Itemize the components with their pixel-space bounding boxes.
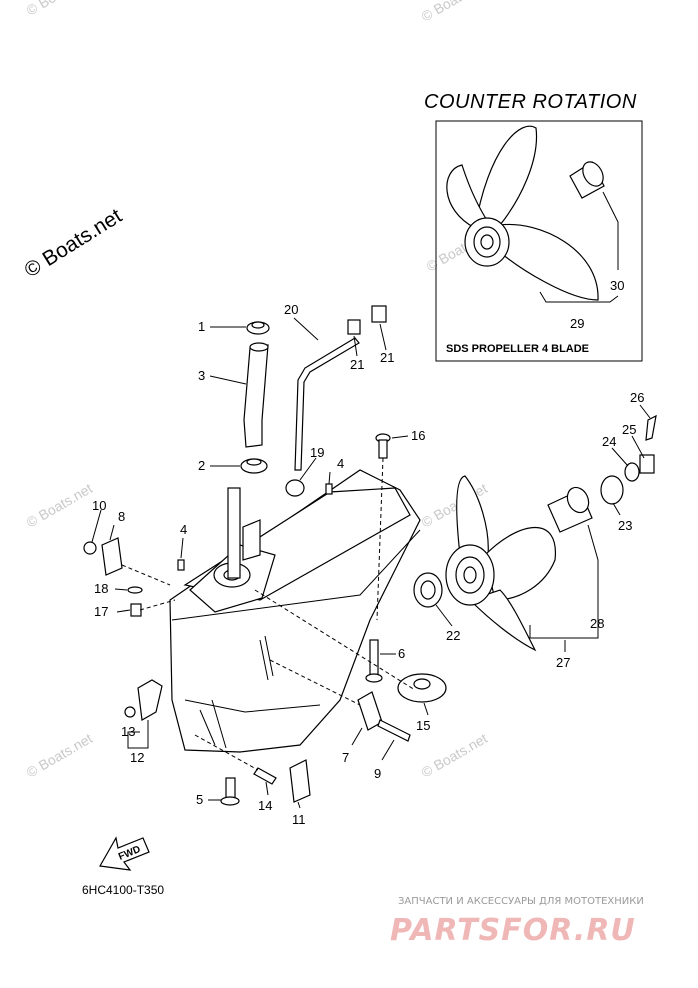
lower-case <box>169 469 421 753</box>
callout-11: 11 <box>292 812 306 827</box>
watermark-low-left: © Boats.net <box>24 730 96 781</box>
callout-4-a: 4 <box>180 522 187 537</box>
promo-brand: PARTSFOR.RU <box>390 913 636 948</box>
callout-14: 14 <box>258 798 272 813</box>
pad-11 <box>289 759 311 803</box>
callout-16: 16 <box>411 428 425 443</box>
dowel-4-a <box>177 559 185 571</box>
nut-21-a <box>347 319 361 335</box>
callout-6: 6 <box>398 646 405 661</box>
water-tube <box>240 321 270 474</box>
callout-12: 12 <box>130 750 144 765</box>
promo-tagline: ЗАПЧАСТИ И АКСЕССУАРЫ ДЛЯ МОТОТЕХНИКИ <box>398 896 644 907</box>
washer-23 <box>600 475 624 505</box>
callout-26: 26 <box>630 390 644 405</box>
fwd-arrow: FWD <box>99 836 150 871</box>
oring-18 <box>127 586 143 594</box>
screw-13 <box>124 706 136 718</box>
inset-spline-bush <box>569 161 605 199</box>
callout-24: 24 <box>602 434 616 449</box>
callout-3: 3 <box>198 368 205 383</box>
bolt-14 <box>253 767 277 785</box>
diagram-code: 6HC4100-T350 <box>82 883 164 897</box>
watermark-main: © Boats.net <box>20 204 126 282</box>
callout-21-b: 21 <box>380 350 394 365</box>
inset-frame <box>435 120 643 362</box>
nut-10 <box>83 541 97 555</box>
callout-21-a: 21 <box>350 357 364 372</box>
callout-20: 20 <box>284 302 298 317</box>
bracket-8 <box>101 537 123 576</box>
callout-22: 22 <box>446 628 460 643</box>
bolt-5 <box>220 777 240 806</box>
callout-17: 17 <box>94 604 108 619</box>
leader-lines <box>91 317 651 809</box>
spacer-24 <box>624 462 640 482</box>
inset-leader-30 <box>602 191 619 270</box>
speedo-tube <box>294 337 360 471</box>
callout-18: 18 <box>94 581 108 596</box>
callout-5: 5 <box>196 792 203 807</box>
speedo-joint <box>285 479 305 497</box>
watermark-top-left: © Boats.net <box>24 0 96 19</box>
cotter-pin-26 <box>645 414 657 441</box>
callout-9: 9 <box>374 766 381 781</box>
callout-1: 1 <box>198 319 205 334</box>
bolt-16 <box>375 433 391 621</box>
callout-8: 8 <box>118 509 125 524</box>
callout-23: 23 <box>618 518 632 533</box>
inset-caption: SDS PROPELLER 4 BLADE <box>446 343 589 355</box>
bolt-6 <box>369 639 379 677</box>
callout-numbers: 1 2 3 4 4 5 6 7 8 9 10 11 12 13 14 15 16… <box>92 278 644 827</box>
callout-10: 10 <box>92 498 106 513</box>
dowel-4-b <box>325 483 333 495</box>
callout-25: 25 <box>622 422 636 437</box>
callout-30: 30 <box>610 278 624 293</box>
callout-7: 7 <box>342 750 349 765</box>
plug-17 <box>130 603 142 617</box>
spline-bush-28 <box>547 486 593 533</box>
watermark-mid-left: © Boats.net <box>24 480 96 531</box>
watermark-low-right: © Boats.net <box>419 730 491 781</box>
inset-title: COUNTER ROTATION <box>424 91 637 113</box>
callout-29: 29 <box>570 316 584 331</box>
inset-leader-29 <box>539 291 619 303</box>
callout-19: 19 <box>310 445 324 460</box>
inset-propeller <box>446 125 599 301</box>
callout-4-b: 4 <box>337 456 344 471</box>
main-propeller <box>445 475 556 652</box>
callout-15: 15 <box>416 718 430 733</box>
nut-25 <box>639 454 655 474</box>
nut-21-b <box>371 305 387 323</box>
anode-12 <box>137 679 163 721</box>
callout-2: 2 <box>198 458 205 473</box>
bolt-9 <box>377 719 411 742</box>
watermark-top-right: © Boats.net <box>419 0 491 25</box>
callout-28: 28 <box>590 616 604 631</box>
callout-27: 27 <box>556 655 570 670</box>
callout-13: 13 <box>121 724 135 739</box>
